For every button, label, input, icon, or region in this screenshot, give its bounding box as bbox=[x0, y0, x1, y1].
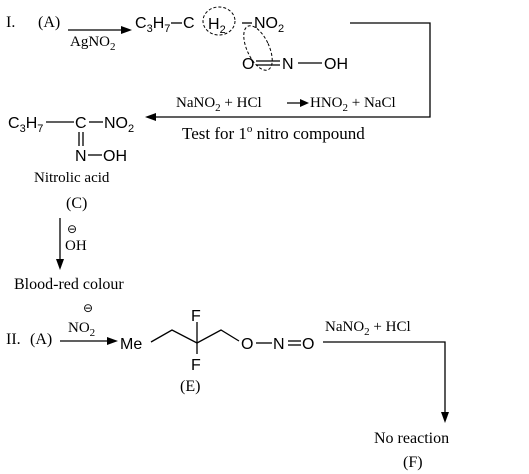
compound-b-h2: H2 bbox=[208, 16, 226, 36]
hydroxide-reagent: OH bbox=[65, 238, 87, 254]
compound-c-nitrogen: N bbox=[75, 148, 87, 165]
nitrite-charge: ⊖ bbox=[83, 301, 93, 315]
nitrite-nitrogen: N bbox=[273, 336, 285, 353]
nitrous-nitrogen: N bbox=[282, 56, 294, 73]
compound-a-label: (A) bbox=[38, 14, 60, 31]
ester-oxygen: O bbox=[241, 336, 253, 353]
highlight-h2-ellipse bbox=[202, 6, 236, 36]
nitrite-reagent: NO2 bbox=[68, 320, 95, 339]
part-two-numeral: II. bbox=[6, 331, 21, 348]
hydroxide-charge: ⊖ bbox=[67, 222, 77, 236]
compound-c-label: (C) bbox=[66, 195, 87, 212]
part-one-numeral: I. bbox=[6, 14, 15, 31]
compound-c-alkyl: C3H7 bbox=[8, 115, 43, 135]
fluorine-bottom: F bbox=[191, 357, 201, 374]
nitrolic-acid-name: Nitrolic acid bbox=[34, 170, 110, 186]
nitrous-oh: OH bbox=[324, 56, 348, 73]
part-two-test-reagent: NaNO2 + HCl bbox=[325, 319, 411, 338]
compound-b-formula: C3H7 bbox=[135, 15, 170, 35]
connector-arrow-e-to-f bbox=[323, 341, 449, 423]
test-equation-reactants: NaNO2 + HCl bbox=[176, 95, 262, 114]
reagent-agno2: AgNO2 bbox=[70, 34, 116, 53]
nitrous-oxygen: O bbox=[242, 56, 254, 73]
compound-c-oh: OH bbox=[103, 148, 127, 165]
compound-f-label: (F) bbox=[403, 454, 423, 471]
compound-e-label: (E) bbox=[180, 378, 200, 395]
part-two-reactant: (A) bbox=[30, 331, 52, 348]
methyl-label: Me bbox=[120, 336, 142, 353]
compound-c-carbon: C bbox=[75, 115, 87, 132]
connector-arrow-b-to-c bbox=[145, 22, 431, 121]
test-equation-arrow bbox=[287, 99, 309, 107]
reaction-arrow-a-to-b bbox=[68, 26, 132, 34]
fluorine-top: F bbox=[191, 308, 201, 325]
blood-red-observation: Blood-red colour bbox=[14, 276, 124, 293]
compound-b-no2: NO2 bbox=[254, 15, 284, 35]
compound-b-carbon: C bbox=[183, 15, 195, 32]
reaction-arrow-a-to-e bbox=[60, 337, 118, 345]
no-reaction-result: No reaction bbox=[374, 430, 449, 447]
compound-c-no2: NO2 bbox=[104, 115, 134, 135]
test-equation-products: HNO2 + NaCl bbox=[310, 95, 396, 114]
compound-e-skeleton bbox=[150, 329, 240, 344]
test-caption: Test for 1o nitro compound bbox=[182, 123, 365, 143]
reaction-arrow-c-to-colour bbox=[56, 218, 64, 270]
nitrite-terminal-oxygen: O bbox=[302, 336, 314, 353]
highlight-o-ellipse bbox=[243, 25, 273, 71]
